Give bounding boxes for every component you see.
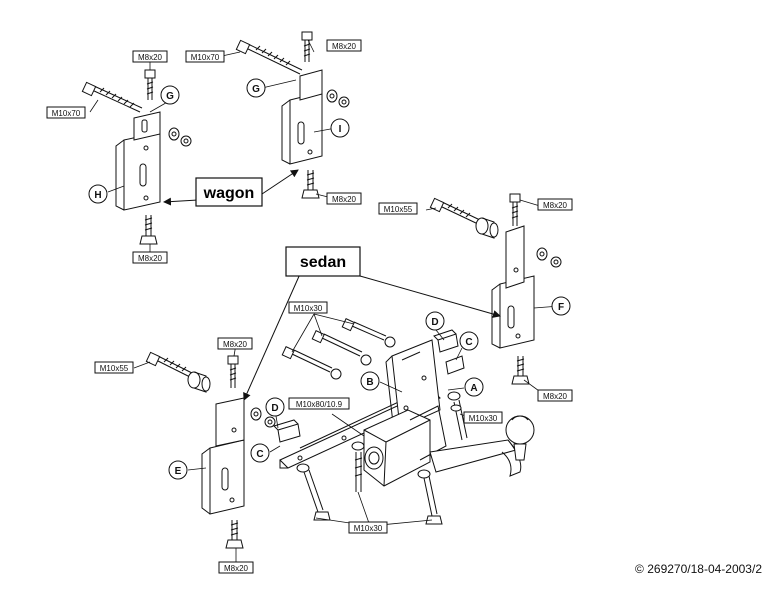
- bolt-m8x20-h-top: [144, 69, 156, 100]
- bolt-m10x55-left: [145, 351, 195, 379]
- part-letter-d-lower: D: [271, 403, 278, 414]
- bracket-d-upper: [433, 329, 459, 353]
- washer-f: [536, 247, 562, 268]
- label-m10x30-right: M10x30: [469, 414, 498, 423]
- bolt-m10x70-right: [235, 39, 303, 75]
- tow-mount-block: [363, 405, 447, 487]
- bracket-d-lower: [273, 419, 301, 443]
- part-circles: [88, 78, 571, 480]
- label-m10x55-right: M10x55: [384, 205, 413, 214]
- label-m8x20-e-bottom: M8x20: [224, 564, 249, 573]
- part-letter-f: F: [558, 302, 564, 313]
- bracket-e: [201, 397, 245, 515]
- clip-c-upper: [445, 355, 465, 375]
- tow-arm: [429, 439, 522, 477]
- washer-i: [326, 89, 350, 108]
- label-m10x70-left: M10x70: [52, 109, 81, 118]
- washer-e: [250, 407, 276, 428]
- label-m8x20-h-bottom: M8x20: [138, 254, 163, 263]
- wagon-arrows: [163, 169, 299, 206]
- bolt-m8x20-h-bottom: [139, 215, 158, 245]
- sedan-callout: sedan: [300, 254, 346, 271]
- label-m8x20-i-bottom: M8x20: [332, 195, 357, 204]
- washer-h: [168, 127, 192, 147]
- label-m8x20-e-top: M8x20: [223, 340, 248, 349]
- spacer-f: [475, 217, 499, 239]
- part-letter-a: A: [470, 383, 477, 394]
- part-letter-h: H: [94, 190, 101, 201]
- wagon-callout: wagon: [203, 185, 255, 202]
- label-m10x70-right: M10x70: [191, 53, 220, 62]
- bolt-m8x20-f-top: [509, 193, 521, 226]
- part-letter-g-right: G: [252, 84, 260, 95]
- bolt-m10x55-right: [429, 197, 481, 225]
- label-m10x30-upper: M10x30: [294, 304, 323, 313]
- label-m10x30-lower: M10x30: [354, 524, 383, 533]
- bolt-m10x70-left: [81, 81, 143, 113]
- part-letter-d-upper: D: [431, 317, 438, 328]
- copyright-footer: © 269270/18-04-2003/2: [635, 562, 762, 576]
- bracket-f: [491, 225, 535, 349]
- bracket-h: [115, 111, 161, 211]
- label-m8x20-f-bottom: M8x20: [543, 392, 568, 401]
- part-letter-b: B: [366, 377, 373, 388]
- tow-ball: [505, 415, 535, 461]
- bolts-m10x30-upper: [281, 318, 396, 380]
- label-m10x80: M10x80/10.9: [296, 400, 343, 409]
- bolt-m8x20-e-bottom: [225, 520, 244, 549]
- spacer-e: [187, 371, 211, 393]
- part-letter-g-left: G: [166, 91, 174, 102]
- part-letter-e: E: [175, 466, 182, 477]
- label-m8x20-f-top: M8x20: [543, 201, 568, 210]
- sedan-callout-box: [285, 246, 361, 277]
- bolt-m8x20-i-top: [301, 31, 313, 62]
- label-m10x55-left: M10x55: [100, 364, 129, 373]
- part-letter-c-upper: C: [465, 337, 472, 348]
- bracket-i: [281, 69, 323, 165]
- sedan-arrows: [243, 273, 501, 401]
- bolt-label-boxes: [46, 39, 573, 574]
- part-letter-c-lower: C: [256, 449, 263, 460]
- bolt-m8x20-f-bottom: [511, 356, 530, 385]
- label-m8x20-i-top: M8x20: [332, 42, 357, 51]
- bolts-m10x30-lower: [296, 391, 468, 525]
- label-m8x20-h-top: M8x20: [138, 53, 163, 62]
- bolt-m8x20-i-bottom: [301, 170, 320, 199]
- wagon-callout-box: [195, 177, 263, 207]
- bolt-m8x20-e-top: [227, 355, 239, 388]
- part-letter-i: I: [339, 124, 342, 135]
